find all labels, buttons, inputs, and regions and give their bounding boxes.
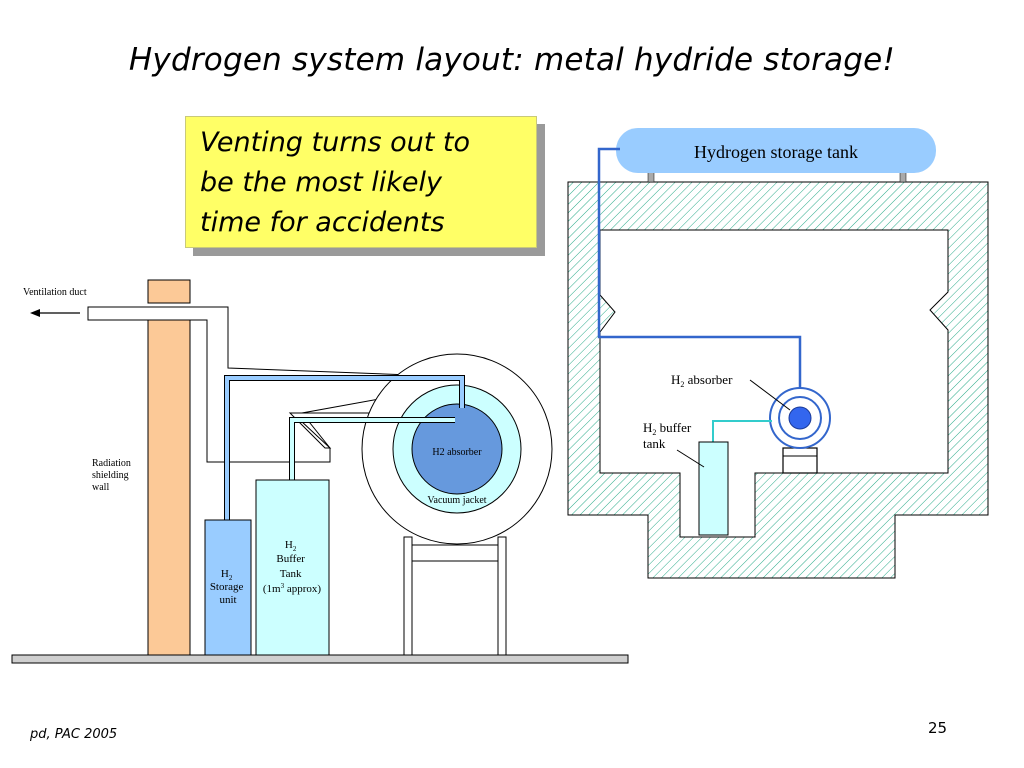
venting-callout: Venting turns out to be the most likely … (185, 116, 537, 248)
callout-line: time for accidents (200, 207, 445, 238)
callout-line: be the most likely (200, 167, 443, 198)
footer-credit: pd, PAC 2005 (30, 727, 118, 742)
h2-absorber-label: H2 absorber (432, 447, 482, 458)
floor-slab (11, 654, 629, 664)
h2-absorber-core (411, 403, 503, 495)
radiation-wall-label: Radiation shielding wall (92, 458, 133, 493)
vacuum-jacket-label: Vacuum jacket (427, 495, 486, 506)
stand-leg-right (497, 536, 507, 656)
absorber-leader (749, 379, 791, 411)
slide-title: Hydrogen system layout: metal hydride st… (128, 42, 896, 78)
callout-line: Venting turns out to (200, 127, 470, 158)
storage-unit-label: H2 Storage unit (210, 568, 246, 606)
page-number: 25 (928, 719, 948, 737)
buffer-tank-label: H2 Buffer Tank (1m3 approx) (263, 539, 322, 595)
absorber-label: H2 absorber (671, 372, 733, 389)
buffer-tank-right-label: H2 buffer tank (643, 420, 694, 451)
buffer-pipe-inner (290, 418, 455, 482)
stand-leg-left (403, 536, 413, 656)
right-buffer-tank (698, 441, 729, 536)
radiation-shielding-wall (147, 319, 191, 656)
absorber-stand (782, 447, 818, 474)
hydrogen-storage-tank (616, 128, 936, 173)
absorber-core (788, 406, 812, 430)
h2-storage-unit (204, 519, 252, 656)
buffer-pipe (712, 420, 772, 442)
storage-pipe-inner (225, 376, 464, 520)
buffer-leader (676, 449, 705, 468)
left-diagram: Ventilation duct Radiation shielding wal… (11, 279, 629, 664)
vent-arrow-head (30, 309, 40, 317)
h2-buffer-tank (255, 479, 330, 656)
ventilation-duct (87, 306, 463, 463)
wall-top-block (147, 279, 191, 304)
storage-tank-label: Hydrogen storage tank (694, 142, 858, 162)
right-diagram: Hydrogen storage tank H2 absorber H2 buf… (567, 128, 989, 579)
ventilation-duct-label: Ventilation duct (23, 287, 87, 298)
stand-crossbar (411, 544, 499, 562)
shielding-block (567, 181, 989, 579)
hydrogen-pipe (597, 147, 802, 418)
